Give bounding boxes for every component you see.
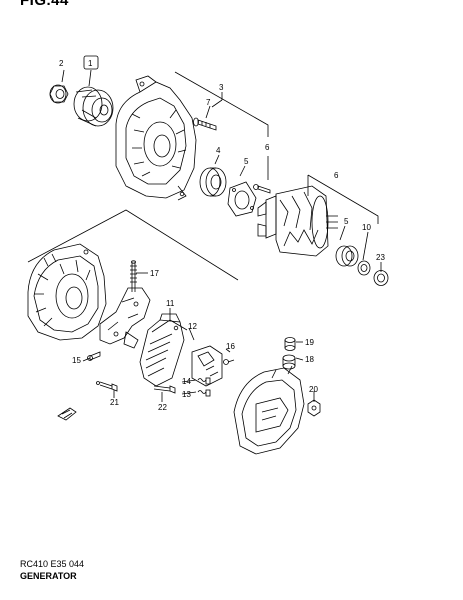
callout-20: 20 [309, 385, 318, 394]
diagram-code: RC410 E35 044 [20, 559, 85, 569]
callout-19: 19 [305, 338, 314, 347]
regulator [139, 313, 185, 387]
figure-label: FIG.44 [20, 0, 69, 9]
rear-bearing [335, 245, 359, 267]
callout-6-lower: 6 [334, 171, 339, 180]
callout-12: 12 [188, 322, 197, 331]
callout-3: 3 [219, 83, 224, 92]
rear-cover [233, 365, 305, 455]
rear-housing [27, 243, 107, 341]
nut-20 [307, 399, 321, 417]
callout-11: 11 [166, 299, 175, 308]
connector-clip [57, 407, 77, 421]
callout-1-box [83, 55, 99, 70]
screw-6 [253, 184, 271, 194]
callout-21: 21 [110, 398, 119, 407]
callout-1: 1 [88, 59, 93, 68]
brush-holder [191, 345, 235, 387]
callout-6-upper: 6 [265, 143, 270, 152]
leader-lines [27, 69, 382, 402]
screw-15 [87, 351, 101, 361]
bushing [282, 337, 296, 370]
callout-5-upper: 5 [244, 157, 249, 166]
retainer-plate [227, 181, 257, 217]
rectifier-bracket [99, 287, 151, 349]
rotor [257, 185, 338, 257]
callout-14: 14 [182, 377, 191, 386]
bolt-7 [193, 117, 217, 131]
callout-2: 2 [59, 59, 64, 68]
washer-23 [373, 270, 389, 286]
callout-13: 13 [182, 390, 191, 399]
callout-22: 22 [158, 403, 167, 412]
front-housing [115, 75, 197, 201]
callout-17: 17 [150, 269, 159, 278]
terminal-bolt-17 [130, 260, 137, 292]
callout-4: 4 [216, 146, 221, 155]
ring-10 [357, 260, 371, 276]
callout-18: 18 [305, 355, 314, 364]
callout-16: 16 [226, 342, 235, 351]
bolt-21 [96, 381, 118, 392]
bolt-22 [153, 385, 176, 394]
callout-7: 7 [206, 98, 211, 107]
callout-10: 10 [362, 223, 371, 232]
brush-springs [197, 377, 211, 397]
callout-labels: 2 1 3 7 4 5 6 6 5 10 23 17 11 12 15 16 1… [59, 59, 385, 412]
callout-23: 23 [376, 253, 385, 262]
pulley-assembly [49, 84, 114, 127]
callout-15: 15 [72, 356, 81, 365]
bearing-4 [199, 167, 227, 197]
callout-5-lower: 5 [344, 217, 349, 226]
diagram-title: GENERATOR [20, 571, 77, 581]
